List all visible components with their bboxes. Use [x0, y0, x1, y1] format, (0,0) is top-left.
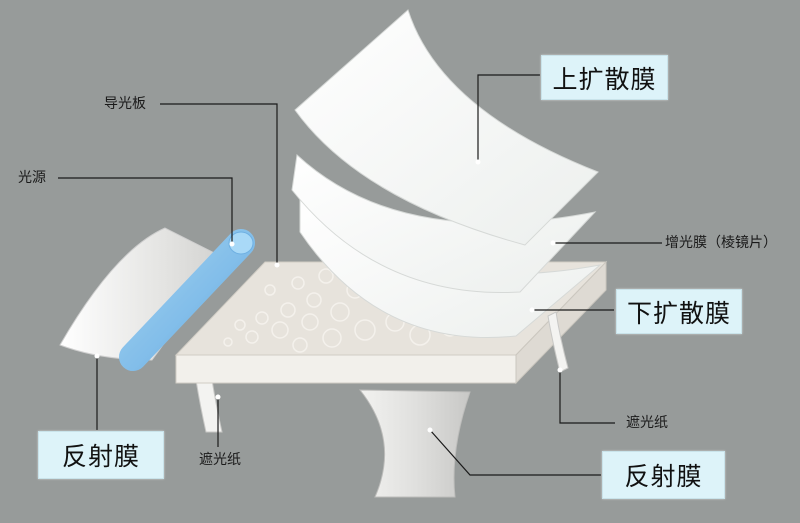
- box-lower-diffuser: 下扩散膜: [616, 289, 742, 334]
- leader-dots: [94, 159, 563, 433]
- leader-light-source: [58, 177, 233, 244]
- label-shading-paper-right: 遮光纸: [626, 415, 668, 431]
- box-reflector-left: 反射膜: [38, 431, 164, 479]
- label-prism-film: 增光膜（棱镜片）: [665, 235, 777, 251]
- box-reflector-right: 反射膜: [602, 451, 725, 499]
- prism-film: [291, 153, 597, 294]
- left-shading-paper: [195, 379, 223, 433]
- leader-shading-right: [559, 370, 615, 424]
- label-shading-paper-left: 遮光纸: [199, 452, 241, 468]
- leader-upper-diffuser: [477, 74, 540, 162]
- leader-reflector-right: [429, 429, 601, 476]
- leader-lines: [58, 74, 662, 476]
- box-upper-diffuser: 上扩散膜: [541, 55, 668, 100]
- label-light-guide: 导光板: [104, 96, 146, 112]
- leader-light-guide: [160, 103, 278, 265]
- right-shading-paper: [547, 311, 569, 373]
- bottom-reflector-film: [358, 389, 471, 498]
- light-source-tube: [119, 229, 255, 371]
- label-light-source: 光源: [18, 170, 46, 186]
- upper-diffuser-film: [294, 9, 599, 246]
